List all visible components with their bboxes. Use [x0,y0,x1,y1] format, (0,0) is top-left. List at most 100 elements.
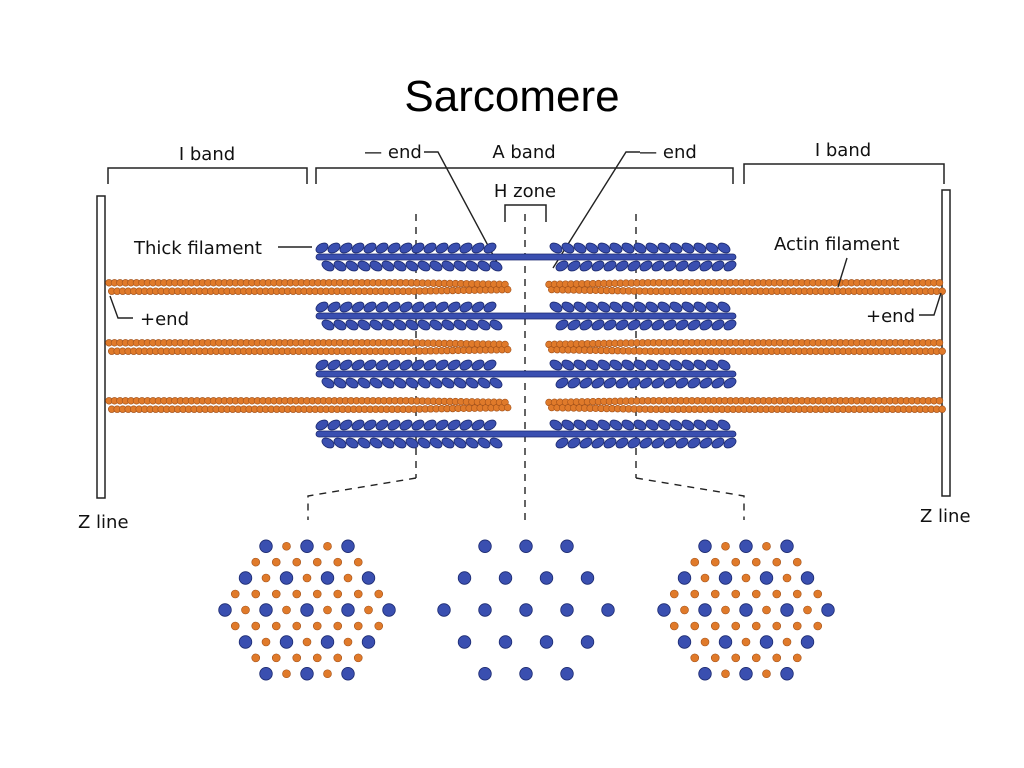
myosin-head [441,260,455,272]
myosin-head [609,359,623,371]
myosin-head [375,419,389,431]
myosin-head [621,419,635,431]
myosin-head [561,242,575,254]
myosin-head [345,377,359,389]
myosin-head [363,359,377,371]
myosin-dot [437,603,451,617]
myosin-head [405,319,419,331]
thin-filaments [105,279,946,413]
actin-dot [710,653,720,663]
myosin-head [381,377,395,389]
myosin-head [711,260,725,272]
thick-filament [315,242,737,272]
myosin-head [465,260,479,272]
actin-dot [282,541,291,551]
actin-dot [700,637,710,647]
myosin-head [357,319,371,331]
myosin-head [591,377,605,389]
myosin-head [351,301,365,313]
myosin-head [459,301,473,313]
myosin-head [633,419,647,431]
actin-dot [323,669,332,679]
actin-dot [302,637,312,647]
myosin-head [687,437,701,449]
actin-dot [353,589,363,599]
myosin-dot [677,571,692,585]
myosin-head [693,359,707,371]
myosin-head [321,260,335,272]
myosin-head [429,437,443,449]
myosin-dot [519,539,533,553]
actin-dot [312,621,322,631]
myosin-head [369,377,383,389]
actin-dot [680,605,689,615]
myosin-head [663,377,677,389]
myosin-head [621,242,635,254]
actin-dot [762,605,771,615]
myosin-head [555,260,569,272]
myosin-head [435,242,449,254]
myosin-head [477,377,491,389]
thick-filament [315,301,737,331]
myosin-head [381,319,395,331]
myosin-head [411,419,425,431]
myosin-head [393,437,407,449]
myosin-head [375,242,389,254]
myosin-head [573,419,587,431]
myosin-head [699,437,713,449]
myosin-head [393,260,407,272]
myosin-head [609,301,623,313]
a-band-bracket [315,167,734,184]
myosin-dot [580,635,595,649]
actin-dot [230,621,240,631]
myosin-head [603,319,617,331]
myosin-head [561,359,575,371]
myosin-head [591,319,605,331]
myosin-head [573,301,587,313]
actin-dot [813,621,823,631]
actin-dot [261,573,271,583]
myosin-dot [259,667,273,681]
actin-dot [251,621,261,631]
myosin-dot [457,571,472,585]
myosin-head [369,437,383,449]
actin-filament-leader [837,257,848,288]
myosin-dot [560,539,574,553]
myosin-dot [519,667,533,681]
myosin-head [711,437,725,449]
myosin-head [723,437,737,449]
myosin-backbone [315,430,737,438]
myosin-head [669,301,683,313]
actin-dot [772,653,782,663]
actin-filament [545,339,946,355]
myosin-head [663,319,677,331]
actin-bead [938,287,946,295]
actin-dot [721,669,730,679]
z-line-left [96,195,106,499]
myosin-dot [498,635,513,649]
myosin-head [681,419,695,431]
myosin-head [447,419,461,431]
actin-dot [353,557,363,567]
myosin-head [345,319,359,331]
actin-filament [105,339,512,355]
myosin-head [447,301,461,313]
myosin-head [651,260,665,272]
myosin-dot [780,539,794,553]
myosin-dot [498,571,513,585]
myosin-dot [780,667,794,681]
myosin-head [675,437,689,449]
myosin-head [579,319,593,331]
myosin-head [549,359,563,371]
myosin-head [693,242,707,254]
myosin-dot [320,635,335,649]
myosin-backbone [315,312,737,320]
myosin-dot [457,635,472,649]
myosin-head [345,437,359,449]
myosin-dot [560,667,574,681]
actin-dot [741,637,751,647]
guide-left-spread [307,477,417,520]
actin-filament [545,397,946,413]
myosin-head [657,242,671,254]
